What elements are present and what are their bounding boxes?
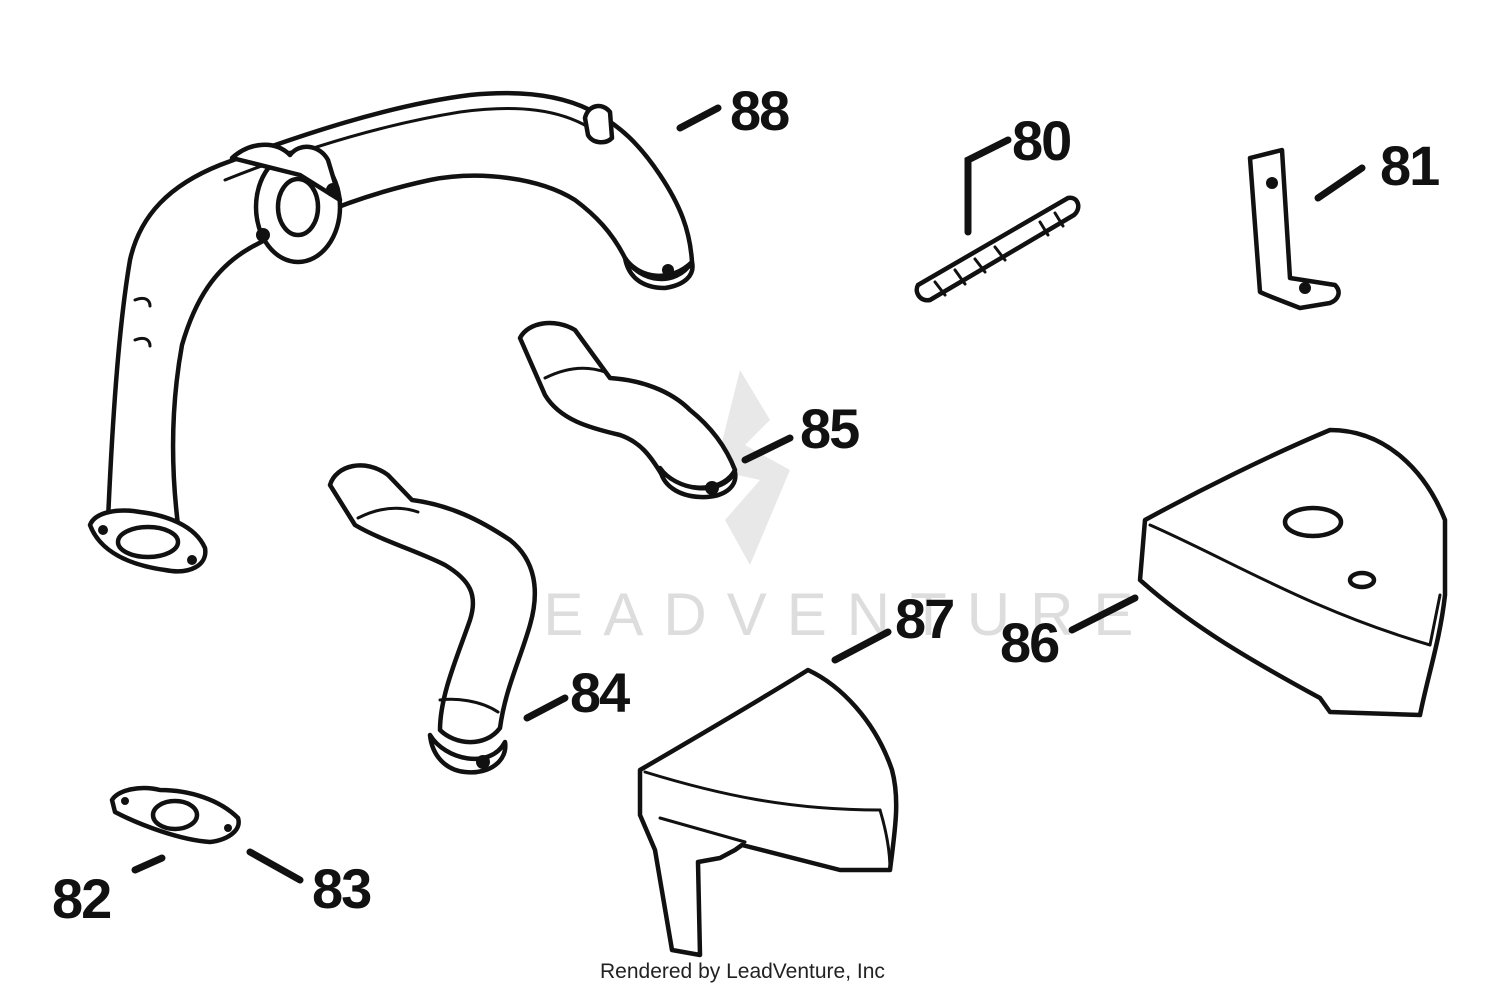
callout-83: 83: [312, 857, 371, 920]
part-85-pipe[interactable]: [517, 320, 738, 500]
callout-85: 85: [800, 397, 859, 460]
leader-83: [246, 848, 304, 884]
leader-87: [831, 628, 892, 664]
leader-81: [1314, 164, 1366, 202]
watermark: LEADVENTURE: [490, 370, 1153, 648]
leader-86: [1068, 594, 1139, 634]
callout-86: 86: [1000, 611, 1059, 674]
callout-80: 80: [1012, 109, 1070, 172]
callout-82: 82: [52, 867, 110, 930]
leader-lines: [131, 104, 1366, 884]
callout-81: 81: [1380, 134, 1439, 197]
part-84-pipe[interactable]: [327, 463, 538, 775]
part-88-manifold[interactable]: [87, 90, 695, 574]
part-80-stud[interactable]: [914, 195, 1081, 303]
part-81-bracket[interactable]: [1247, 147, 1341, 311]
leader-88: [676, 104, 722, 132]
watermark-logo-icon: [715, 370, 790, 565]
part-82-83-gasket[interactable]: [109, 785, 241, 845]
leader-85: [741, 434, 794, 464]
leader-80: [964, 136, 1012, 236]
callout-87: 87: [895, 587, 953, 650]
callout-88: 88: [730, 79, 789, 142]
watermark-text: LEADVENTURE: [490, 581, 1153, 648]
leader-84: [523, 694, 569, 722]
footer-credit: Rendered by LeadVenture, Inc: [600, 960, 885, 983]
part-87-deflector[interactable]: [637, 667, 899, 958]
callout-84: 84: [570, 661, 630, 724]
leader-82: [131, 854, 166, 874]
callouts: 88 80 81 85 86 87 84 82 83: [52, 79, 1441, 930]
part-86-shroud[interactable]: [1137, 427, 1448, 718]
